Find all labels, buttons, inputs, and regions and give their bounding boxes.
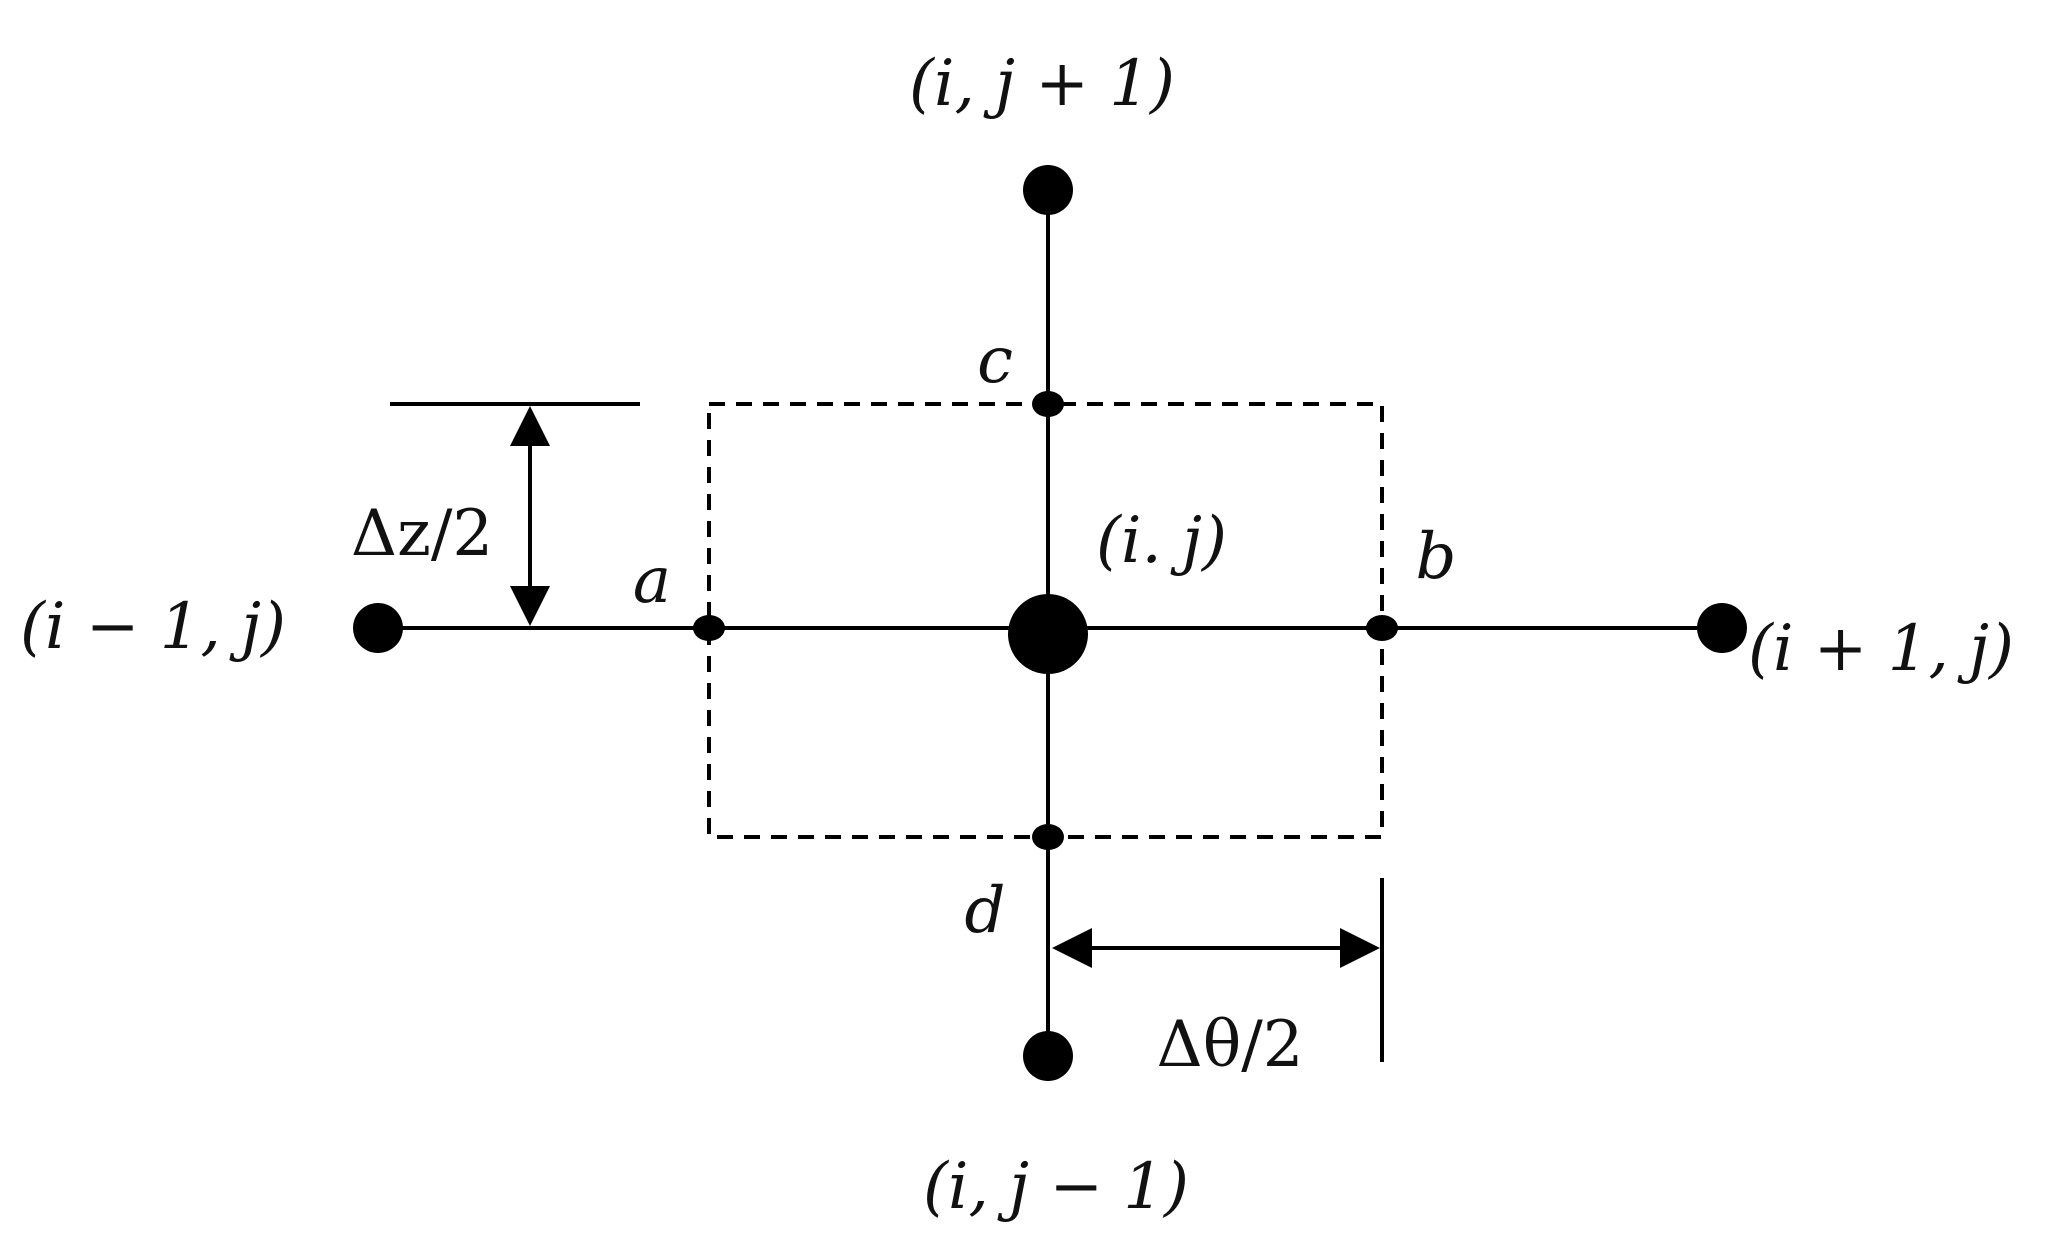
label-left-node: (i − 1, j) bbox=[20, 590, 286, 664]
label-face-a: a bbox=[633, 544, 671, 618]
node-left bbox=[353, 603, 403, 653]
label-face-c: c bbox=[977, 324, 1013, 398]
label-face-d: d bbox=[965, 874, 1006, 948]
face-point-c bbox=[1032, 391, 1064, 417]
face-point-a bbox=[693, 615, 725, 641]
label-face-b: b bbox=[1416, 520, 1457, 594]
label-bottom-node: (i, j − 1) bbox=[923, 1150, 1189, 1224]
node-top bbox=[1023, 165, 1073, 215]
face-point-d bbox=[1032, 824, 1064, 850]
label-center-node: (i. j) bbox=[1096, 504, 1227, 578]
label-top-node: (i, j + 1) bbox=[909, 47, 1175, 121]
face-point-b bbox=[1366, 615, 1398, 641]
node-center bbox=[1008, 594, 1088, 674]
label-right-node: (i + 1, j) bbox=[1748, 612, 2014, 686]
label-dz-half: Δz/2 bbox=[351, 497, 493, 571]
label-dtheta-half: Δθ/2 bbox=[1156, 1008, 1303, 1082]
node-right bbox=[1697, 603, 1747, 653]
node-bottom bbox=[1023, 1031, 1073, 1081]
